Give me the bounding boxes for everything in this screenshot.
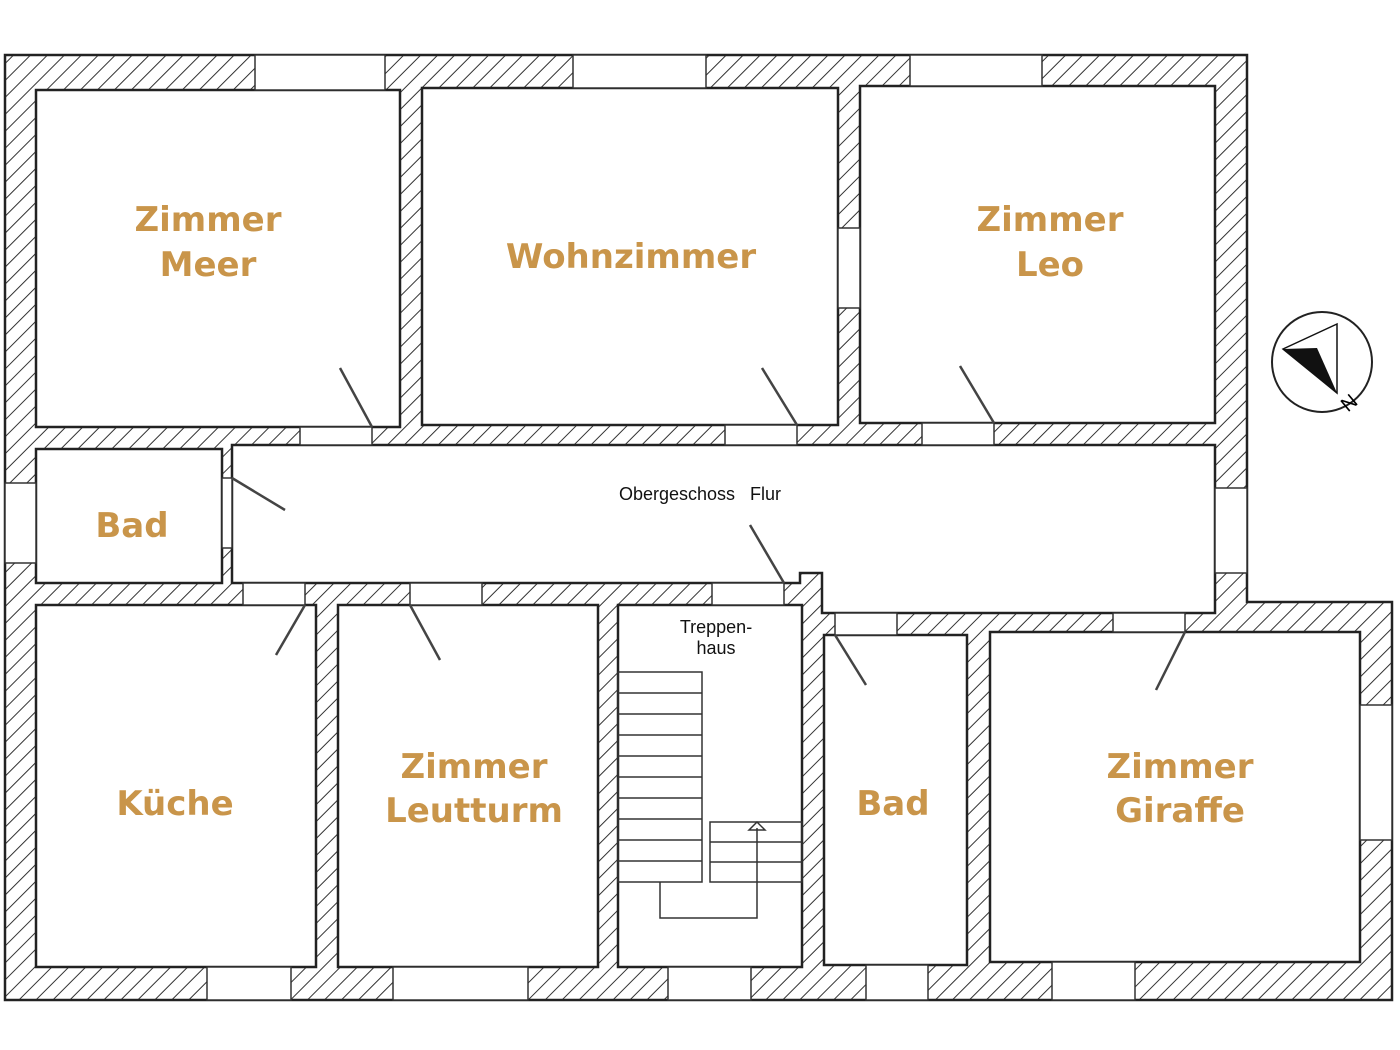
label-zimmer-giraffe-2: Giraffe <box>1115 791 1245 831</box>
room-zimmer-leo <box>858 84 1217 425</box>
label-zimmer-giraffe-1: Zimmer <box>1107 747 1254 787</box>
room-bad-right <box>822 633 969 967</box>
room-zimmer-meer <box>34 88 402 429</box>
label-wohnzimmer: Wohnzimmer <box>506 237 756 277</box>
label-zimmer-leutturm-2: Leutturm <box>385 791 563 831</box>
doors <box>221 365 1187 691</box>
room-labels: Zimmer Meer Wohnzimmer Zimmer Leo Bad Ob… <box>95 200 1253 831</box>
label-bad-right: Bad <box>856 784 929 824</box>
label-zimmer-leo-2: Leo <box>1016 245 1084 285</box>
label-treppenhaus-2: haus <box>696 638 735 658</box>
label-zimmer-leutturm-1: Zimmer <box>401 747 548 787</box>
label-flur: Obergeschoss Flur <box>619 484 781 504</box>
room-wohnzimmer <box>420 86 840 427</box>
label-zimmer-leo-1: Zimmer <box>977 200 1124 240</box>
label-bad-left: Bad <box>95 506 168 546</box>
label-zimmer-meer-1: Zimmer <box>135 200 282 240</box>
windows <box>4 54 1393 1001</box>
room-bad-left <box>34 447 224 585</box>
staircase <box>617 671 803 919</box>
label-zimmer-meer-2: Meer <box>160 245 257 285</box>
label-kueche: Küche <box>116 784 233 824</box>
room-treppenhaus <box>616 603 804 969</box>
room-zimmer-giraffe <box>988 630 1362 964</box>
room-zimmer-leutturm <box>336 603 600 969</box>
room-kueche <box>34 603 318 969</box>
compass: N <box>1271 311 1373 416</box>
compass-arrow-icon <box>1283 348 1337 393</box>
label-treppenhaus-1: Treppen- <box>680 617 752 637</box>
